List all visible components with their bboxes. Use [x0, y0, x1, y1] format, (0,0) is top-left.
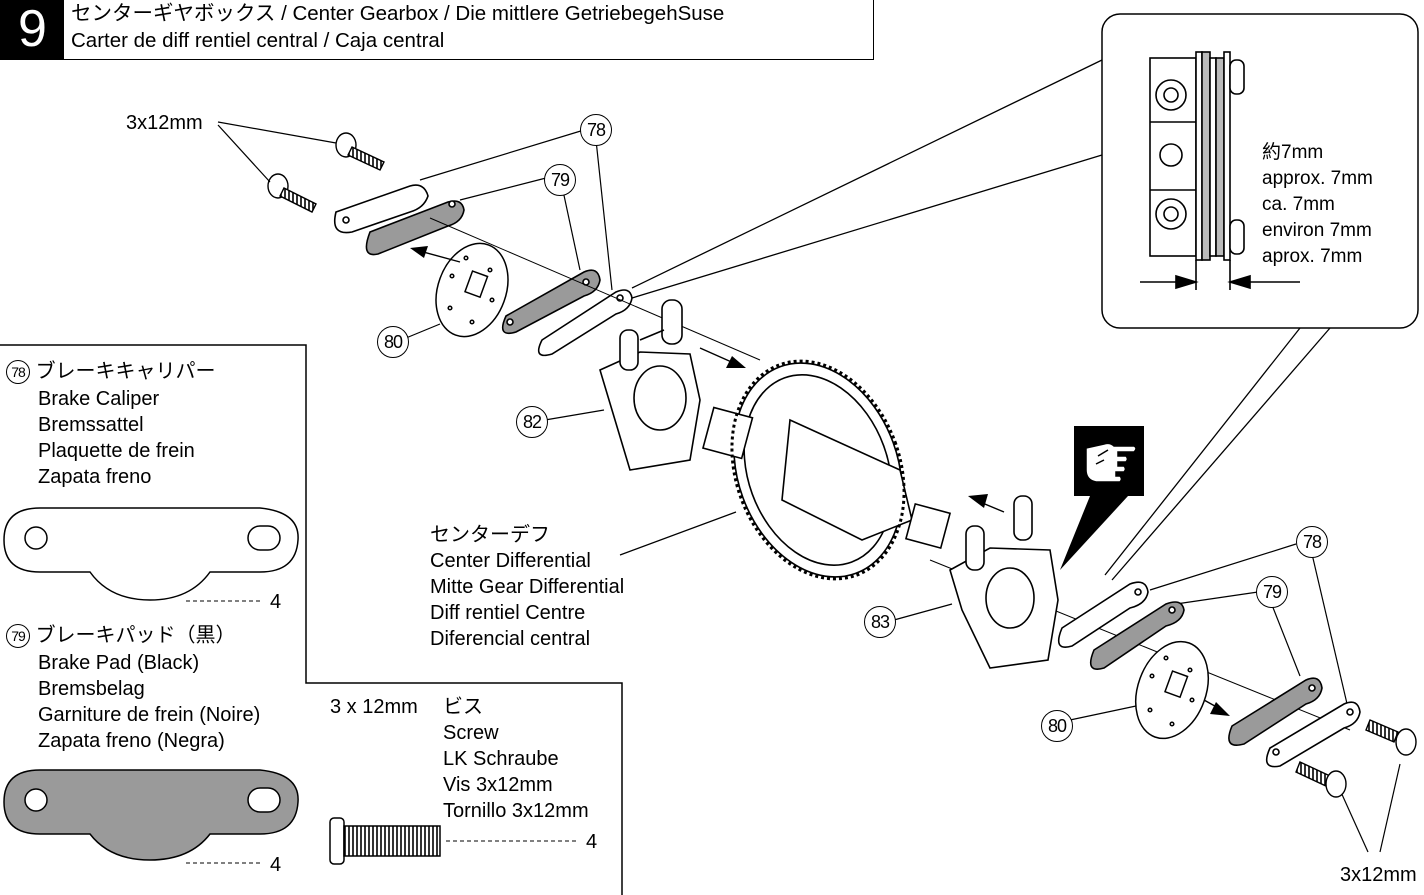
callout-part-80-bottom: 80: [1041, 710, 1073, 742]
legend-caliper-shape: [3, 507, 299, 601]
brake-disc-80-bottom: [1135, 640, 1209, 740]
legend-screw-size: 3 x 12mm: [330, 696, 418, 718]
brake-disc-80-top: [435, 242, 509, 338]
inset-line-3: ca. 7mm: [1262, 194, 1335, 215]
legend-screw-shape: [329, 817, 441, 865]
legend-screw-line-2: Screw: [443, 722, 499, 744]
center-diff-label: センターデフ Center Differential Mitte Gear Di…: [430, 522, 624, 652]
callout-part-80-top: 80: [377, 326, 409, 358]
legend-frame: [0, 344, 623, 895]
legend-pad-qty: 4: [270, 854, 282, 876]
callout-part-78-top: 78: [580, 114, 612, 146]
inset-caliper-stack: [1140, 51, 1300, 290]
inset-line-1: 約7mm: [1262, 142, 1324, 163]
screw-bottom-2: [1295, 761, 1347, 798]
callout-screw-size-top: 3x12mm: [126, 112, 203, 134]
caliper-78-top-outer: [333, 184, 465, 256]
legend-caliper-line-4: Plaquette de frein: [38, 440, 195, 462]
legend-caliper: 78 ブレーキキャリパー: [6, 358, 216, 385]
inset-dimension-text: 約7mm approx. 7mm ca. 7mm environ 7mm apr…: [1262, 140, 1373, 270]
legend-pad-shape: [3, 769, 299, 861]
legend-screw-qty: 4: [586, 831, 598, 853]
callout-part-82: 82: [516, 406, 548, 438]
center-diff-line-1: センターデフ: [430, 524, 550, 546]
caliper-78-bottom-outer: [1228, 677, 1361, 768]
legend-caliper-line-1: ブレーキキャリパー: [35, 360, 216, 383]
legend-caliper-names: Brake Caliper Bremssattel Plaquette de f…: [38, 386, 195, 490]
callout-part-83: 83: [864, 606, 896, 638]
center-diff-line-3: Mitte Gear Differential: [430, 576, 625, 598]
gearbox-half-83: [949, 495, 1059, 669]
step-title-line-2: Carter de diff rentiel central / Caja ce…: [71, 29, 445, 52]
legend-screw-line-5: Tornillo 3x12mm: [443, 800, 589, 822]
inset-line-2: approx. 7mm: [1262, 168, 1373, 189]
legend-caliper-qty: 4: [270, 591, 282, 613]
pointing-hand-icon: [1074, 426, 1144, 496]
step-title: センターギヤボックス / Center Gearbox / Die mittle…: [71, 0, 724, 54]
center-diff-line-5: Diferencial central: [430, 628, 591, 650]
legend-pad-names: Brake Pad (Black) Bremsbelag Garniture d…: [38, 650, 260, 754]
inset-line-5: aprox. 7mm: [1262, 246, 1363, 267]
legend-pad-line-4: Garniture de frein (Noire): [38, 704, 261, 726]
callout-part-79-bottom: 79: [1256, 576, 1288, 608]
legend-pad: 79 ブレーキパッド（黒）: [6, 622, 236, 649]
legend-caliper-line-2: Brake Caliper: [38, 388, 160, 410]
step-number: 9: [1, 0, 64, 60]
screw-bottom-1: [1365, 719, 1417, 756]
legend-pad-number: 79: [6, 623, 30, 648]
legend-pad-line-2: Brake Pad (Black): [38, 652, 200, 674]
legend-caliper-number: 78: [6, 359, 30, 384]
legend-caliper-line-3: Bremssattel: [38, 414, 144, 436]
caliper-78-bottom-inner: [1057, 581, 1185, 670]
center-diff-line-2: Center Differential: [430, 550, 591, 572]
callout-screw-size-bottom: 3x12mm: [1340, 864, 1417, 886]
legend-pad-line-3: Bremsbelag: [38, 678, 145, 700]
legend-screw-line-1: ビス: [443, 696, 483, 718]
step-header: 9 センターギヤボックス / Center Gearbox / Die mitt…: [0, 0, 874, 60]
legend-screw-names: ビス Screw LK Schraube Vis 3x12mm Tornillo…: [443, 694, 589, 824]
screw-top-1: [335, 132, 385, 171]
screw-top-2: [267, 173, 317, 213]
gearbox-half-82: [599, 299, 701, 471]
legend-screw-line-4: Vis 3x12mm: [443, 774, 553, 796]
legend-pad-line-1: ブレーキパッド（黒）: [35, 624, 236, 647]
callout-part-78-bottom: 78: [1296, 526, 1328, 558]
legend-pad-line-5: Zapata freno (Negra): [38, 730, 225, 752]
step-title-line-1: センターギヤボックス / Center Gearbox / Die mittle…: [71, 2, 725, 25]
inset-line-4: environ 7mm: [1262, 220, 1372, 241]
caliper-78-top-inner: [501, 269, 633, 357]
legend-screw-line-3: LK Schraube: [443, 748, 559, 770]
center-differential: [702, 362, 952, 578]
legend-caliper-line-5: Zapata freno: [38, 466, 152, 488]
center-diff-line-4: Diff rentiel Centre: [430, 602, 586, 624]
callout-part-79-top: 79: [544, 164, 576, 196]
